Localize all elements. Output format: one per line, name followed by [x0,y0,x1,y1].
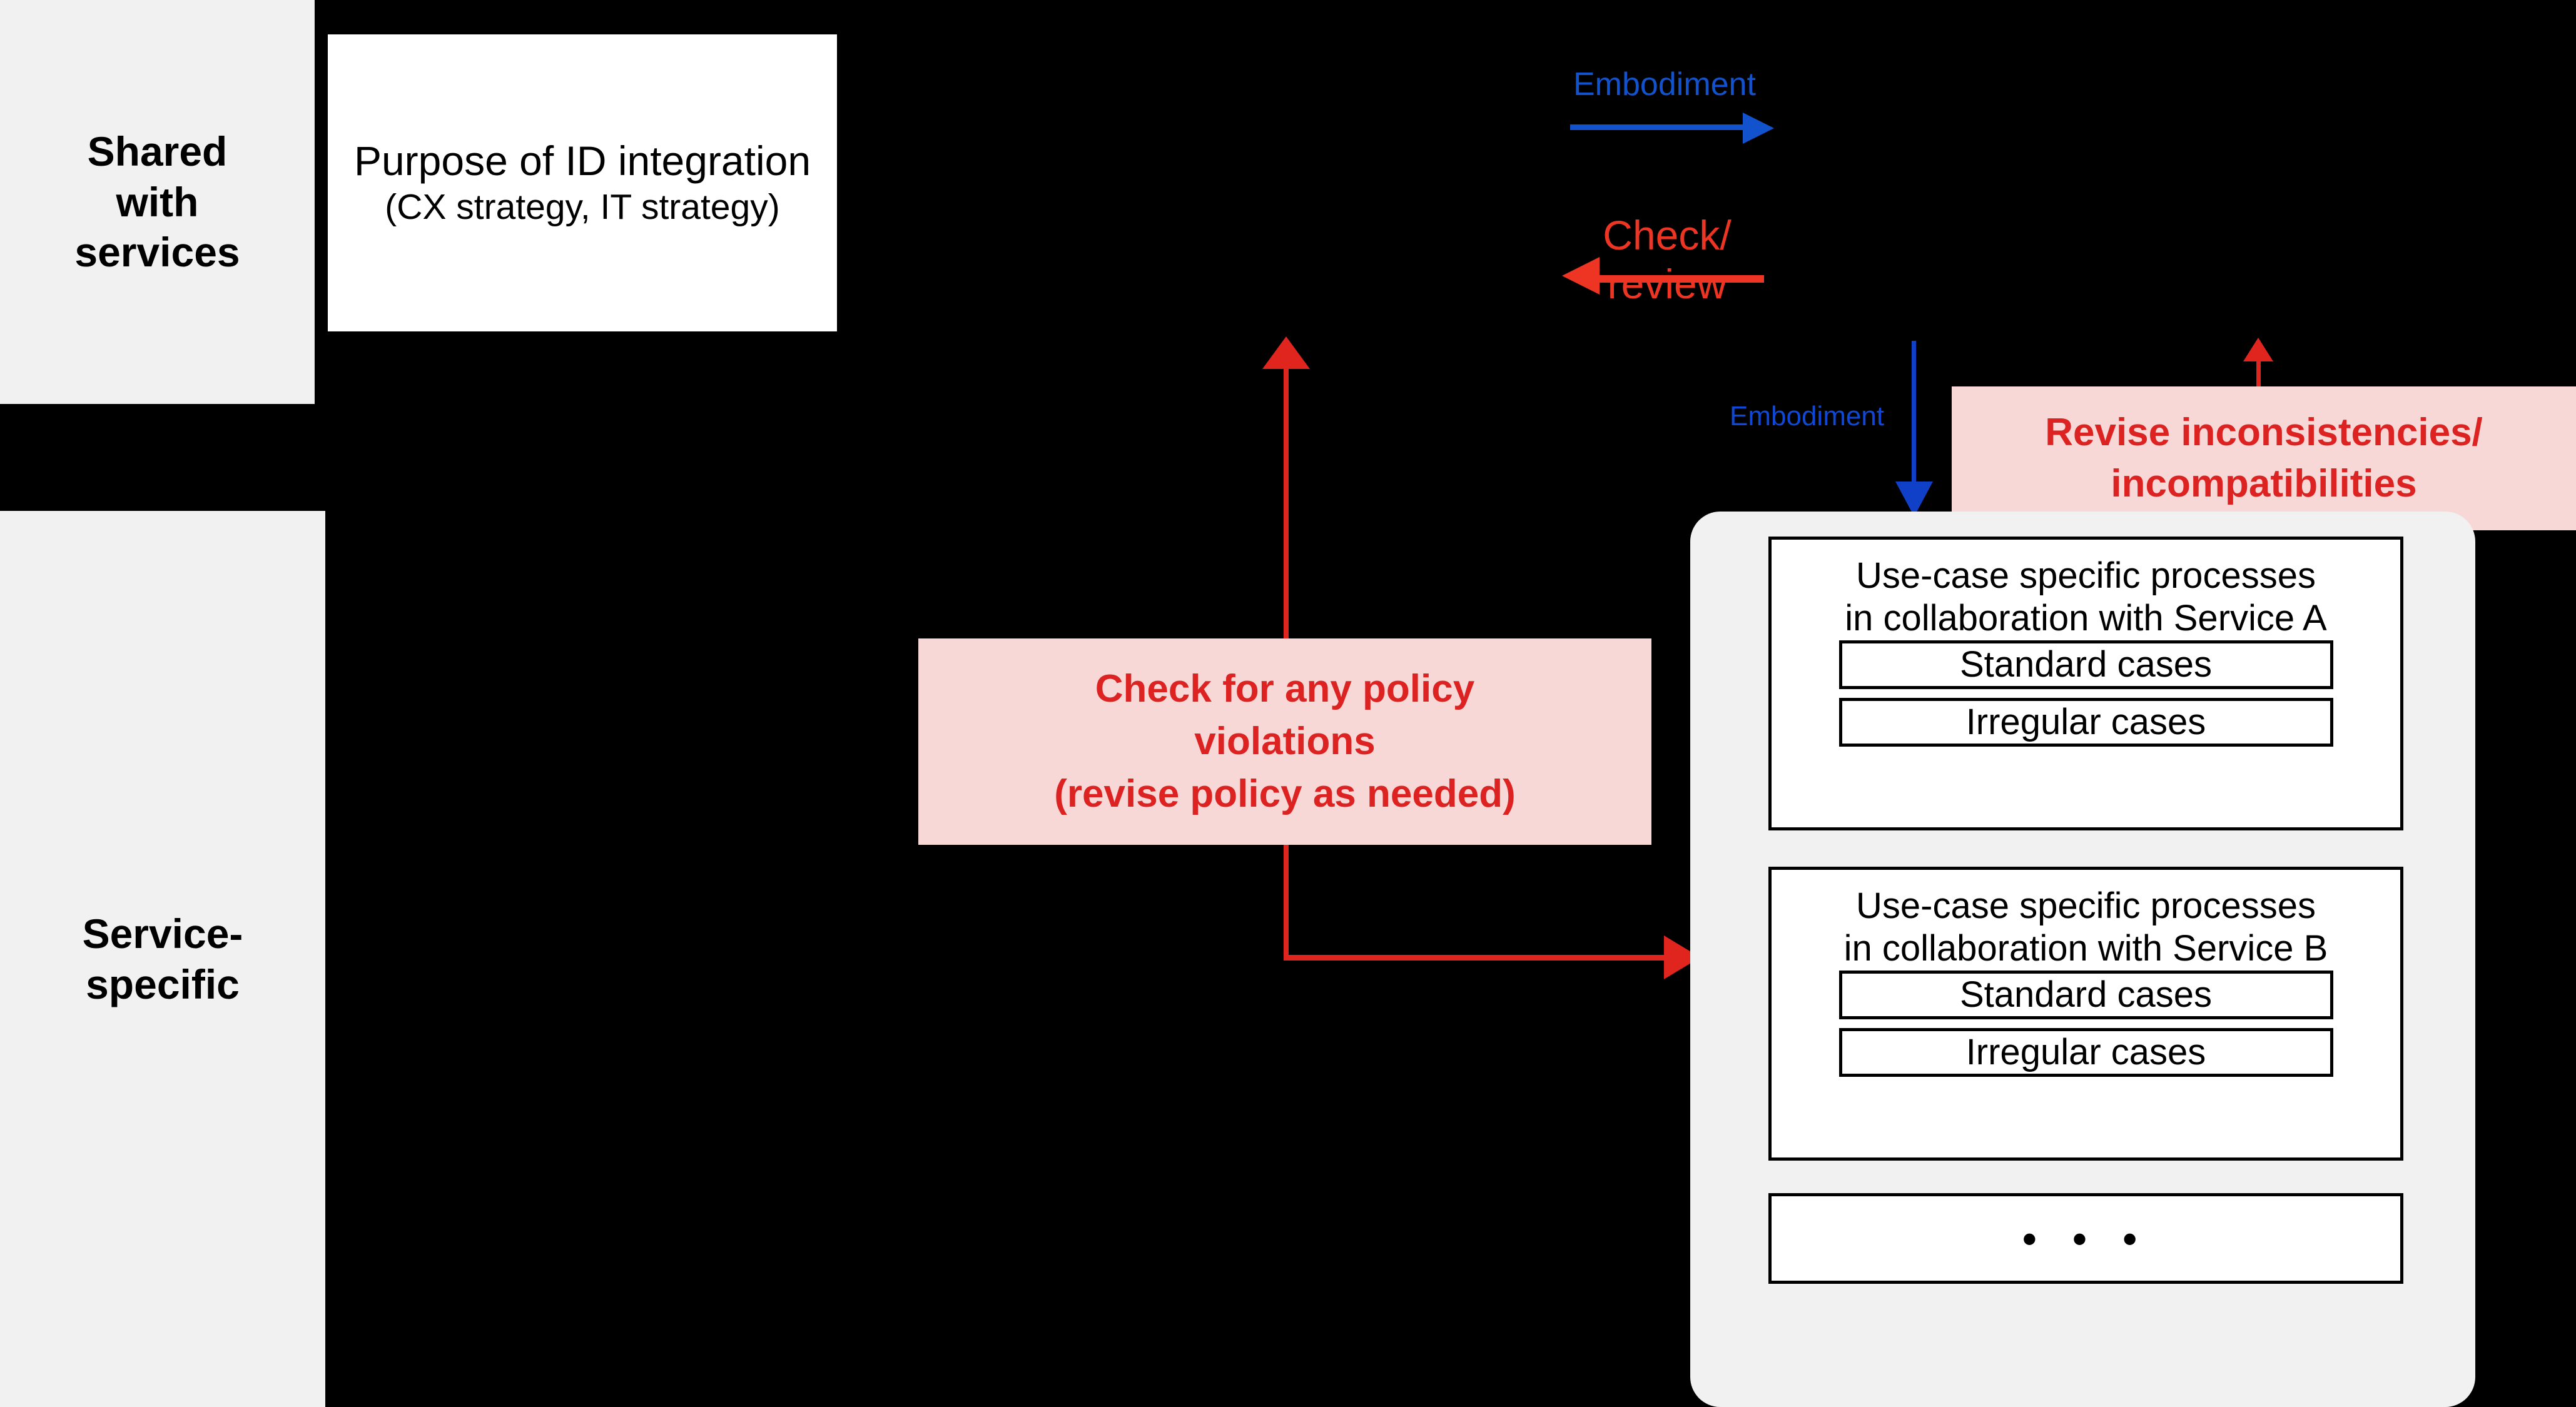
callout-revise-line2: incompatibilities [2111,462,2417,505]
service-b-standard-cases: Standard cases [1838,970,2333,1019]
service-card-b-title-l2: in collaboration with Service B [1843,928,2328,969]
service-card-a-title-l2: in collaboration with Service A [1845,598,2327,639]
callout-revise-inconsistencies: Revise inconsistencies/ incompatibilitie… [1952,386,2576,530]
category-label-shared-l3: services [74,229,240,276]
embodiment-top-arrow-head-icon [1743,113,1774,144]
check-review-label-l2: review [1607,260,1727,307]
embodiment-top-arrow-line [1570,124,1747,130]
category-panel-shared: Shared with services [0,0,315,404]
service-card-b-title: Use-case specific processes in collabora… [1844,885,2328,971]
category-label-service-specific: Service- specific [83,909,243,1009]
callout-policy-line2: violations [1194,720,1376,764]
embodiment-mid-arrow-line [1912,341,1916,489]
service-card-a-title: Use-case specific processes in collabora… [1845,555,2327,640]
service-card-more-placeholder: • • • [1768,1193,2403,1284]
callout-policy-line3: (revise policy as needed) [1054,772,1516,815]
callout-revise-line1: Revise inconsistencies/ [2045,411,2483,455]
check-review-arrow-line [1598,275,1764,283]
service-card-a: Use-case specific processes in collabora… [1768,537,2403,830]
service-card-a-title-l1: Use-case specific processes [1856,555,2316,596]
revise-arrow-line [2256,356,2261,389]
policy-feedback-arrow-horizontal [1284,955,1671,961]
embodiment-mid-arrow-head-icon [1895,482,1933,517]
callout-policy-line1: Check for any policy [1095,667,1475,711]
embodiment-mid-label: Embodiment [1730,401,1885,431]
category-label-specific-l2: specific [86,961,240,1007]
purpose-box-subtitle: (CX strategy, IT strategy) [385,187,780,228]
check-review-arrow-head-icon [1562,257,1600,295]
category-label-shared: Shared with services [74,126,240,278]
service-b-irregular-cases: Irregular cases [1838,1027,2333,1077]
service-a-standard-cases: Standard cases [1838,640,2333,689]
service-card-b-title-l1: Use-case specific processes [1856,885,2316,926]
category-label-shared-l2: with [116,178,199,225]
service-specific-processes-container: Use-case specific processes in collabora… [1690,512,2475,1407]
category-label-shared-l1: Shared [87,128,228,175]
service-a-irregular-cases: Irregular cases [1838,697,2333,747]
check-review-label-l1: Check/ [1603,212,1732,258]
ellipsis-icon: • • • [2022,1216,2149,1261]
service-card-b: Use-case specific processes in collabora… [1768,867,2403,1161]
category-panel-service-specific: Service- specific [0,511,325,1407]
policy-feedback-arrow-head-icon [1262,336,1310,369]
callout-check-policy-violations: Check for any policy violations (revise … [918,638,1651,845]
purpose-of-id-integration-box: Purpose of ID integration (CX strategy, … [326,33,839,333]
revise-arrow-head-icon [2243,338,2273,361]
category-label-specific-l1: Service- [82,910,243,957]
check-review-label: Check/ review [1576,211,1758,309]
purpose-box-title: Purpose of ID integration [353,138,811,184]
embodiment-top-label: Embodiment [1573,66,1756,103]
